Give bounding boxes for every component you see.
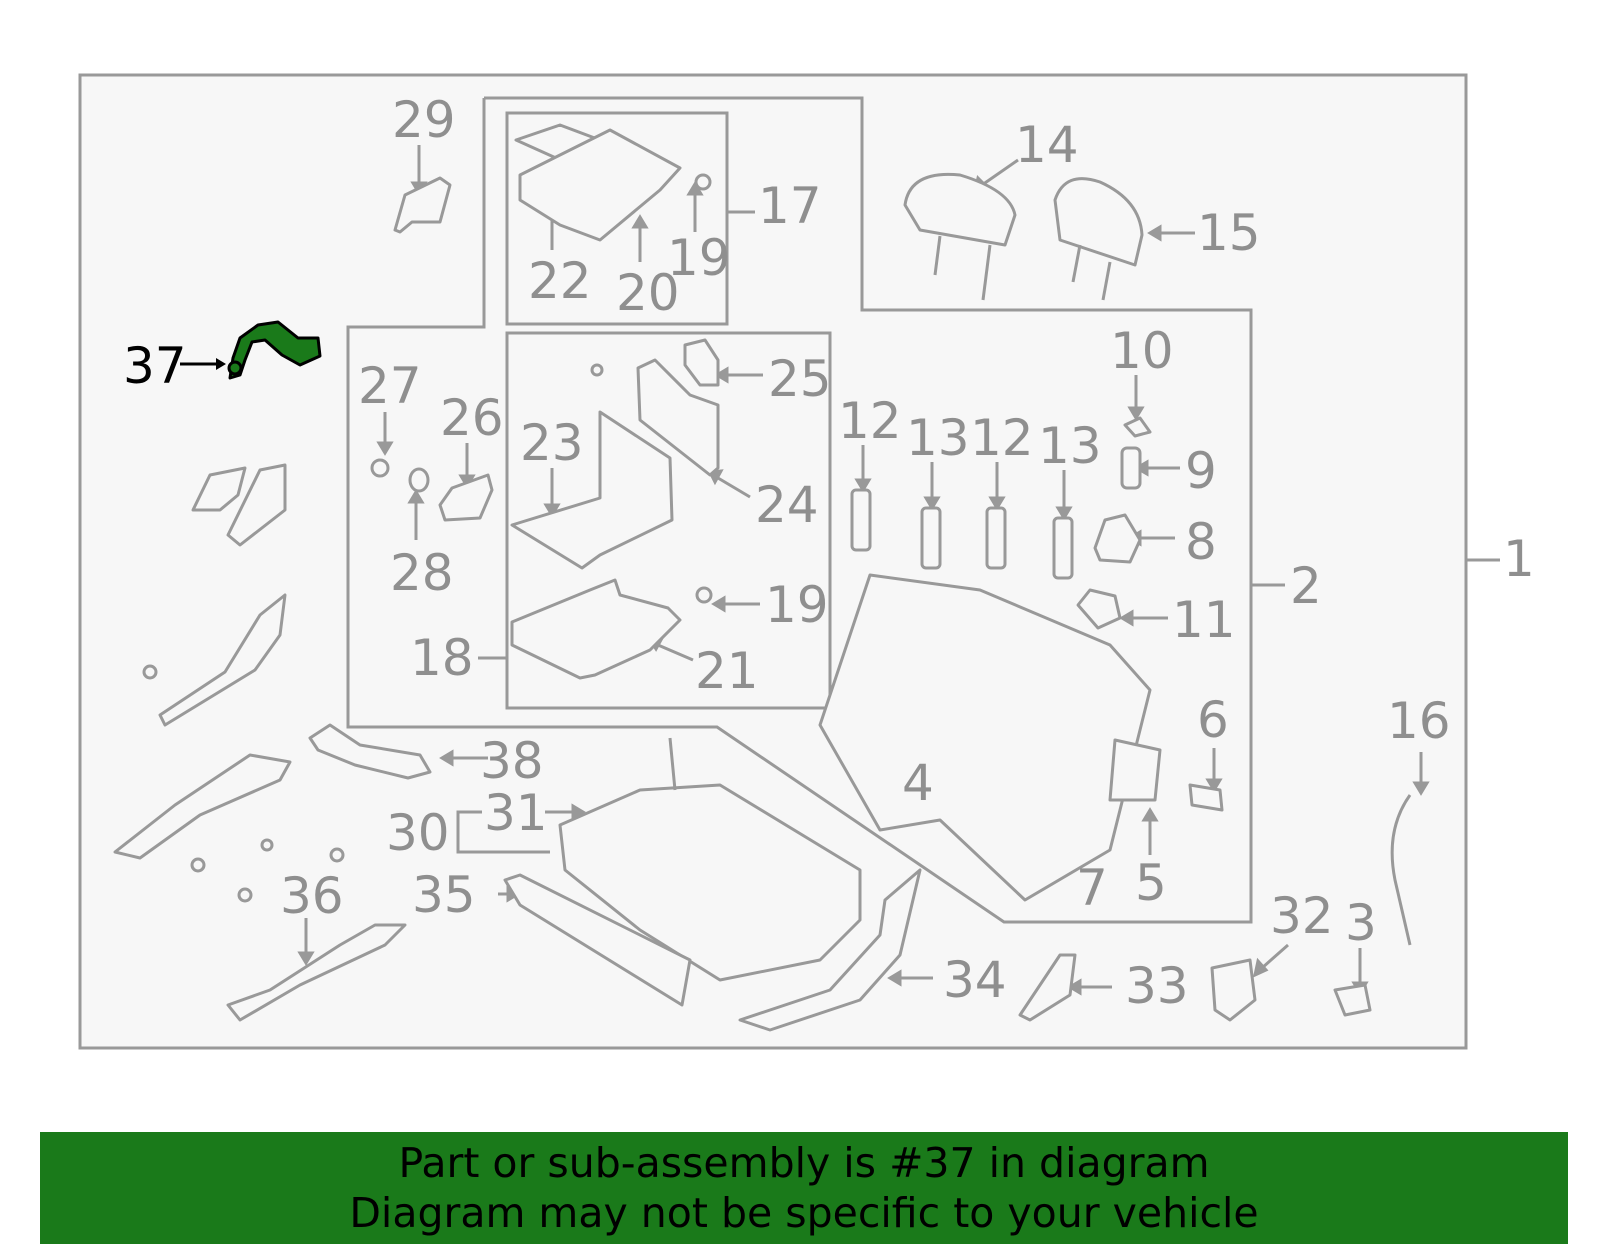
part-38 [308, 723, 432, 780]
part-screw-a [590, 363, 604, 377]
armrest-lower-box [505, 331, 832, 710]
callout-32: 32 [1270, 887, 1334, 945]
callout-19b: 19 [765, 576, 829, 634]
callouts: 1 2 3 4 5 6 7 8 9 10 11 12 13 12 13 14 1… [123, 91, 1535, 1015]
callout-11: 11 [1172, 591, 1236, 649]
part-fastener-b [237, 887, 253, 903]
part-left-trim-b [226, 463, 287, 547]
callout-29: 29 [392, 91, 456, 149]
armrest-upper-box [505, 111, 729, 326]
callout-1: 1 [1503, 530, 1535, 588]
part-6 [1188, 783, 1224, 812]
parts-diagram: 1 2 3 4 5 6 7 8 9 10 11 12 13 12 13 14 1… [78, 73, 1535, 1050]
callout-10: 10 [1110, 322, 1174, 380]
callout-2: 2 [1290, 557, 1322, 615]
part-14 [903, 172, 1017, 247]
callout-12b: 12 [970, 409, 1034, 467]
callout-34: 34 [943, 951, 1007, 1009]
part-34 [738, 868, 922, 1032]
part-19-upper [694, 173, 712, 191]
callout-13a: 13 [906, 409, 970, 467]
callout-18: 18 [410, 629, 474, 687]
part-left-rail [113, 753, 292, 860]
part-13-b [1052, 516, 1074, 580]
callout-17: 17 [758, 177, 822, 235]
callout-19a: 19 [667, 229, 731, 287]
part-37-highlighted[interactable] [180, 320, 322, 380]
part-5 [1108, 738, 1162, 802]
part-11 [1076, 588, 1122, 630]
callout-21: 21 [695, 642, 759, 700]
part-35 [503, 873, 692, 1007]
part-30-wire [668, 737, 677, 791]
part-27 [370, 458, 390, 478]
part-24 [636, 358, 720, 477]
callout-24: 24 [755, 476, 819, 534]
part-29 [393, 176, 452, 234]
callout-3: 3 [1345, 894, 1377, 952]
part-3 [1333, 983, 1372, 1017]
callout-8: 8 [1185, 513, 1217, 571]
callout-5: 5 [1135, 854, 1167, 912]
part-fastener-c [260, 838, 274, 852]
part-23 [510, 410, 674, 570]
part-left-trim-c [158, 593, 287, 727]
callout-35: 35 [412, 866, 476, 924]
callout-33: 33 [1125, 957, 1189, 1015]
part-left-trim-a [191, 466, 247, 512]
callout-6: 6 [1197, 691, 1229, 749]
part-30-cushion [558, 783, 862, 982]
callout-27: 27 [358, 357, 422, 415]
part-36 [226, 923, 407, 1022]
part-10 [1123, 416, 1152, 438]
callout-38: 38 [480, 732, 544, 790]
part-15 [1053, 177, 1144, 267]
part-outlines [113, 123, 1412, 1032]
part-26 [438, 473, 494, 522]
callout-22: 22 [528, 252, 592, 310]
info-banner: Part or sub-assembly is #37 in diagram D… [40, 1132, 1568, 1244]
banner-line-disclaimer: Diagram may not be specific to your vehi… [349, 1189, 1259, 1237]
part-13-a [920, 506, 942, 570]
seat-back-box [346, 96, 1253, 924]
callout-4: 4 [902, 754, 934, 812]
part-left-screw [142, 664, 158, 680]
part-9 [1120, 446, 1142, 490]
part-15-post-b [1101, 261, 1112, 301]
part-12-b [985, 506, 1007, 570]
callout-37-highlighted: 37 [123, 337, 187, 395]
part-12-a [850, 488, 872, 552]
callout-15: 15 [1197, 204, 1261, 262]
callout-30: 30 [386, 804, 450, 862]
callout-31: 31 [484, 784, 548, 842]
callout-16: 16 [1387, 692, 1451, 750]
part-33 [1018, 953, 1077, 1022]
part-14-post-a [933, 235, 942, 276]
part-16 [1390, 794, 1412, 946]
callout-20: 20 [616, 264, 680, 322]
part-19-lower [695, 586, 713, 604]
callout-23: 23 [520, 414, 584, 472]
callout-7: 7 [1076, 859, 1108, 917]
banner-line-part-number: Part or sub-assembly is #37 in diagram [398, 1139, 1210, 1187]
part-28 [408, 467, 430, 493]
callout-9: 9 [1185, 442, 1217, 500]
part-fastener-d [329, 847, 345, 863]
part-fastener-a [190, 857, 206, 873]
part-8 [1093, 513, 1142, 564]
part-14-post-b [981, 244, 992, 301]
part-25 [683, 338, 720, 387]
reference-lines [456, 210, 1500, 854]
callout-14: 14 [1015, 116, 1079, 174]
callout-36: 36 [280, 867, 344, 925]
part-32 [1210, 958, 1257, 1022]
callout-28: 28 [390, 544, 454, 602]
part-18 [510, 578, 682, 680]
part-20 [518, 128, 682, 242]
callout-12a: 12 [838, 392, 902, 450]
callout-13b: 13 [1038, 417, 1102, 475]
callout-26: 26 [440, 389, 504, 447]
part-15-post-a [1071, 244, 1082, 283]
callout-25: 25 [768, 350, 832, 408]
